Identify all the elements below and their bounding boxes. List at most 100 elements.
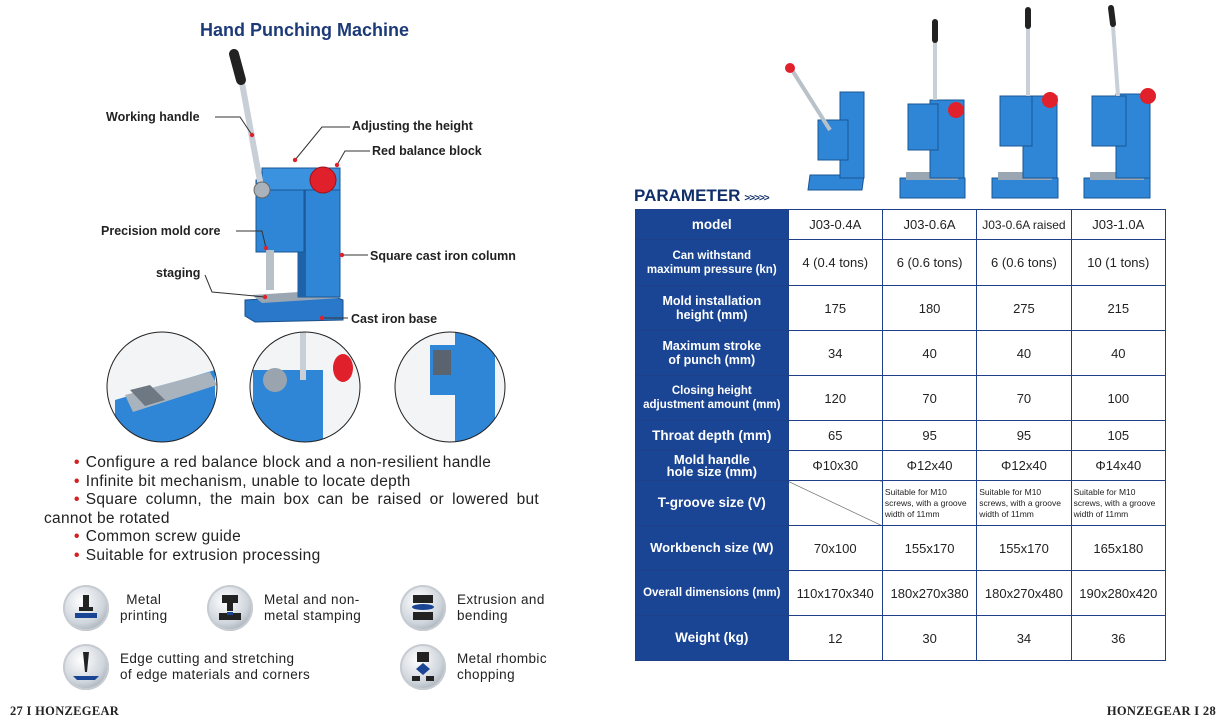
- feature-item: •Infinite bit mechanism, unable to locat…: [74, 472, 411, 490]
- table-cell: 65: [787, 420, 883, 451]
- table-cell: 34: [787, 330, 883, 376]
- table-cell: 120: [787, 375, 883, 421]
- row-label: Workbench size (W): [635, 525, 789, 571]
- feature-item: •Suitable for extrusion processing: [74, 546, 321, 564]
- table-row: Weight (kg) 12 30 34 36: [635, 615, 1167, 661]
- callout-working-handle: Working handle: [106, 110, 200, 124]
- metal-printing-icon: [63, 585, 109, 631]
- row-label: Throat depth (mm): [635, 420, 789, 451]
- table-cell: 175: [787, 285, 883, 331]
- extrusion-bending-icon: [400, 585, 446, 631]
- parameter-title: PARAMETER>>>>>: [634, 186, 770, 205]
- table-cell: 4 (0.4 tons): [787, 239, 883, 286]
- table-cell: Suitable for M10 screws, with a groove w…: [1070, 480, 1167, 526]
- machine-j03-1-0a-image: [1083, 5, 1156, 199]
- table-cell: 155x170: [881, 525, 978, 571]
- feature-list: •Configure a red balance block and a non…: [44, 454, 584, 565]
- detail-images: [106, 331, 506, 443]
- table-cell: 6 (0.6 tons): [976, 239, 1072, 286]
- column-header: J03-0.6A raised: [976, 209, 1072, 240]
- table-cell: 95: [881, 420, 978, 451]
- table-row: Overall dimensions (mm) 110x170x340 180x…: [635, 570, 1167, 616]
- feature-item-continued: cannot be rotated: [44, 509, 170, 527]
- table-cell: 70x100: [787, 525, 883, 571]
- app-metal-stamping: Metal and non-metal stamping: [264, 592, 362, 623]
- table-cell: Φ14x40: [1070, 450, 1167, 481]
- machine-j03-0-4a-image: [785, 63, 865, 191]
- table-cell-empty: [787, 480, 883, 526]
- footer-left: 27 I HONZEGEAR: [10, 704, 120, 718]
- callout-precision-mold-core: Precision mold core: [101, 224, 221, 238]
- table-cell: 40: [881, 330, 978, 376]
- table-cell: 215: [1070, 285, 1167, 331]
- row-label: T-groove size (V): [635, 480, 789, 526]
- feature-item: •Common screw guide: [74, 528, 242, 545]
- table-cell: 180x270x380: [881, 570, 978, 616]
- table-cell: Φ12x40: [976, 450, 1072, 481]
- table-cell: 30: [881, 615, 978, 661]
- table-cell: 34: [976, 615, 1072, 661]
- table-cell: 110x170x340: [787, 570, 883, 616]
- feature-item: •Configure a red balance block and a non…: [74, 454, 492, 471]
- table-cell: 6 (0.6 tons): [881, 239, 978, 286]
- parameter-table: model J03-0.4A J03-0.6A J03-0.6A raised …: [635, 209, 1167, 661]
- callout-adjusting-height: Adjusting the height: [352, 119, 473, 133]
- table-cell: 190x280x420: [1070, 570, 1167, 616]
- table-cell: 275: [976, 285, 1072, 331]
- table-cell: 70: [976, 375, 1072, 421]
- callout-cast-iron-base: Cast iron base: [351, 312, 438, 326]
- column-header: J03-0.6A: [881, 209, 978, 240]
- metal-stamping-icon: [207, 585, 253, 631]
- row-label: Weight (kg): [635, 615, 789, 661]
- detail-staging-image: [107, 332, 217, 442]
- table-cell: 95: [976, 420, 1072, 451]
- table-cell: 10 (1 tons): [1070, 239, 1167, 286]
- table-cell: 165x180: [1070, 525, 1167, 571]
- table-cell: 180x270x480: [976, 570, 1072, 616]
- feature-item: •Square column, the main box can be rais…: [74, 491, 540, 508]
- table-cell: 100: [1070, 375, 1167, 421]
- page-title: Hand Punching Machine: [200, 20, 410, 40]
- detail-balance-block-image: [250, 332, 360, 442]
- machine-illustration: [204, 49, 370, 323]
- machine-j03-0-6a-raised-image: [991, 7, 1059, 199]
- table-cell: 12: [787, 615, 883, 661]
- rhombic-chopping-icon: [400, 644, 446, 690]
- machine-j03-0-6a-image: [899, 19, 966, 199]
- table-cell: Φ10x30: [787, 450, 883, 481]
- table-row: T-groove size (V) Suitable for M10 screw…: [635, 480, 1167, 526]
- callout-square-column: Square cast iron column: [370, 249, 516, 263]
- table-cell: 40: [1070, 330, 1167, 376]
- callout-red-balance-block: Red balance block: [372, 144, 482, 158]
- table-row: Throat depth (mm) 65 95 95 105: [635, 420, 1167, 451]
- table-cell: 36: [1070, 615, 1167, 661]
- footer-right: HONZEGEAR I 28: [1106, 704, 1216, 718]
- row-label: Overall dimensions (mm): [635, 570, 789, 616]
- table-cell: Suitable for M10 screws, with a groove w…: [976, 480, 1072, 526]
- table-cell: 155x170: [976, 525, 1072, 571]
- table-row: Workbench size (W) 70x100 155x170 155x17…: [635, 525, 1167, 571]
- table-cell: Suitable for M10 screws, with a groove w…: [881, 480, 978, 526]
- table-header-row: model J03-0.4A J03-0.6A J03-0.6A raised …: [635, 209, 1167, 240]
- callout-staging: staging: [156, 266, 201, 280]
- table-cell: 40: [976, 330, 1072, 376]
- table-cell: 180: [881, 285, 978, 331]
- column-header: J03-1.0A: [1070, 209, 1167, 240]
- detail-column-image: [395, 332, 505, 442]
- table-cell: 105: [1070, 420, 1167, 451]
- arrows-icon: >>>>>: [744, 193, 769, 204]
- machine-photos: [785, 5, 1156, 199]
- edge-cutting-icon: [63, 644, 109, 690]
